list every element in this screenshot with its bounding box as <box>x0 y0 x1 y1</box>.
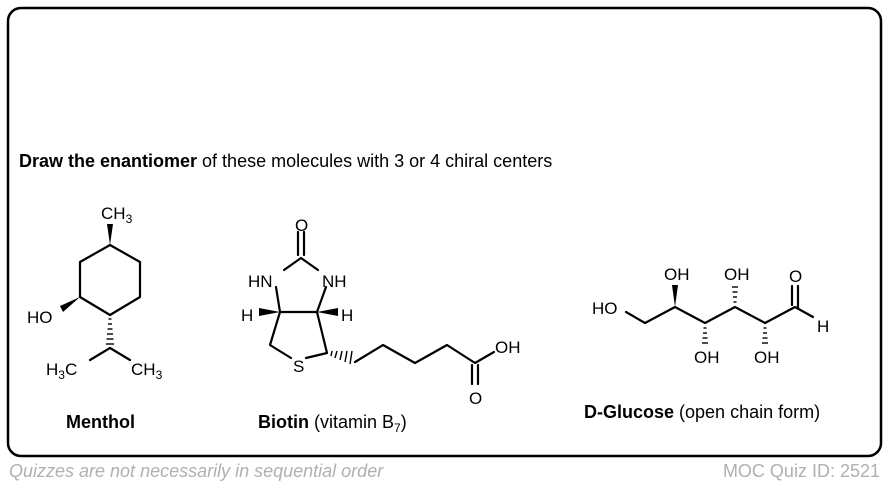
svg-text:H: H <box>241 306 253 325</box>
svg-text:CH3: CH3 <box>131 360 163 382</box>
wedge-bond <box>60 297 80 312</box>
svg-text:O: O <box>469 389 482 408</box>
glucose-label: D-Glucose (open chain form) <box>584 402 820 422</box>
instruction-text: Draw the enantiomer of these molecules w… <box>19 151 552 171</box>
menthol-label: Menthol <box>66 412 135 432</box>
card-border <box>6 6 883 458</box>
svg-text:H: H <box>817 317 829 336</box>
svg-text:NH: NH <box>322 272 347 291</box>
biotin-label: Biotin (vitamin B7) <box>258 412 407 435</box>
footer-note: Quizzes are not necessarily in sequentia… <box>9 461 384 481</box>
wedge-bond <box>107 224 113 245</box>
svg-text:HO: HO <box>27 308 53 327</box>
svg-text:CH3: CH3 <box>101 204 133 226</box>
biotin-structure: O HN NH H H S OH O <box>241 216 521 408</box>
svg-text:HN: HN <box>248 272 273 291</box>
hashed-bond <box>330 350 353 365</box>
svg-text:O: O <box>295 216 308 235</box>
svg-text:OH: OH <box>724 265 750 284</box>
svg-text:OH: OH <box>495 338 521 357</box>
svg-text:H3C: H3C <box>46 360 77 382</box>
svg-text:S: S <box>293 357 304 376</box>
menthol-structure: CH3 HO H3C CH3 <box>27 204 163 382</box>
glucose-structure: HO OH OH OH OH O H <box>592 265 829 367</box>
svg-text:O: O <box>789 267 802 286</box>
hashed-bond <box>702 286 768 344</box>
hashed-bond <box>106 318 114 345</box>
svg-text:OH: OH <box>754 348 780 367</box>
svg-text:HO: HO <box>592 299 618 318</box>
svg-text:OH: OH <box>694 348 720 367</box>
svg-text:OH: OH <box>664 265 690 284</box>
quiz-id: MOC Quiz ID: 2521 <box>723 461 880 481</box>
svg-text:H: H <box>341 306 353 325</box>
